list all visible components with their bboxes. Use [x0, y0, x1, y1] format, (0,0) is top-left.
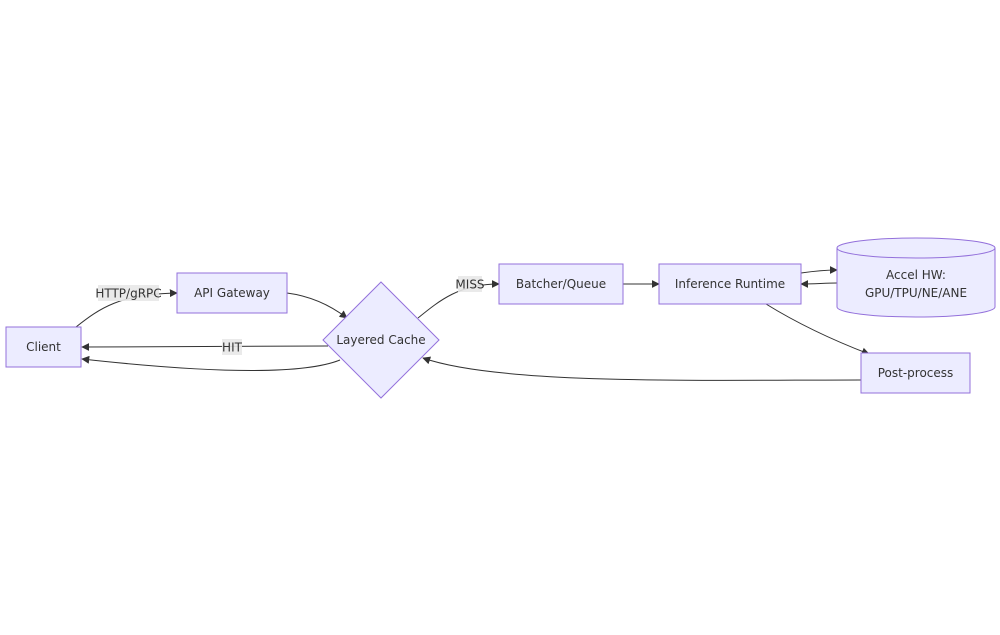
api-gateway-label: API Gateway [194, 286, 270, 300]
edge-label-miss: MISS [455, 278, 484, 292]
edge-label-hit: HIT [222, 341, 243, 355]
accel-hw-label-line1: Accel HW: [886, 268, 946, 282]
client-box [5, 326, 82, 368]
node-client: Client [5, 326, 82, 368]
post-process-box [860, 352, 971, 394]
batcher-queue-box [498, 263, 624, 305]
edge-label-http-grpc: HTTP/gRPC [95, 287, 161, 301]
node-layered-cache: Layered Cache [322, 281, 440, 399]
node-accel-hw: Accel HW: GPU/TPU/NE/ANE [836, 237, 996, 318]
client-label: Client [26, 340, 61, 354]
batcher-queue-label: Batcher/Queue [516, 277, 606, 291]
node-inference-runtime: Inference Runtime [658, 263, 802, 305]
inference-runtime-label: Inference Runtime [675, 277, 785, 291]
edge-cache-to-batcher-miss [417, 280, 500, 319]
accel-hw-label-line2: GPU/TPU/NE/ANE [865, 286, 967, 300]
node-api-gateway: API Gateway [176, 272, 288, 314]
api-gateway-box [176, 272, 288, 314]
node-post-process: Post-process [860, 352, 971, 394]
layered-cache-label: Layered Cache [336, 333, 425, 347]
edge-cache-to-client-hit [81, 342, 329, 351]
edge-label-bg-miss [458, 276, 482, 292]
node-batcher-queue: Batcher/Queue [498, 263, 624, 305]
edge-runtime-to-postprocess [765, 303, 870, 356]
inference-runtime-box [658, 263, 802, 305]
edge-runtime-to-accel [800, 266, 838, 275]
edge-labels: HTTP/gRPC HIT MISS [95, 276, 485, 355]
edge-gateway-to-cache [286, 292, 348, 319]
edge-postprocess-to-cache [422, 356, 862, 381]
edge-client-to-gateway [75, 289, 178, 328]
accel-hw-cylinder [836, 237, 996, 318]
edge-cache-to-client-return [81, 355, 341, 371]
post-process-label: Post-process [878, 366, 954, 380]
edge-accel-to-runtime [800, 279, 838, 288]
edges [75, 266, 870, 381]
edge-label-bg-hit [222, 339, 242, 355]
edge-label-bg-http [98, 285, 159, 301]
layered-cache-diamond [322, 281, 440, 399]
